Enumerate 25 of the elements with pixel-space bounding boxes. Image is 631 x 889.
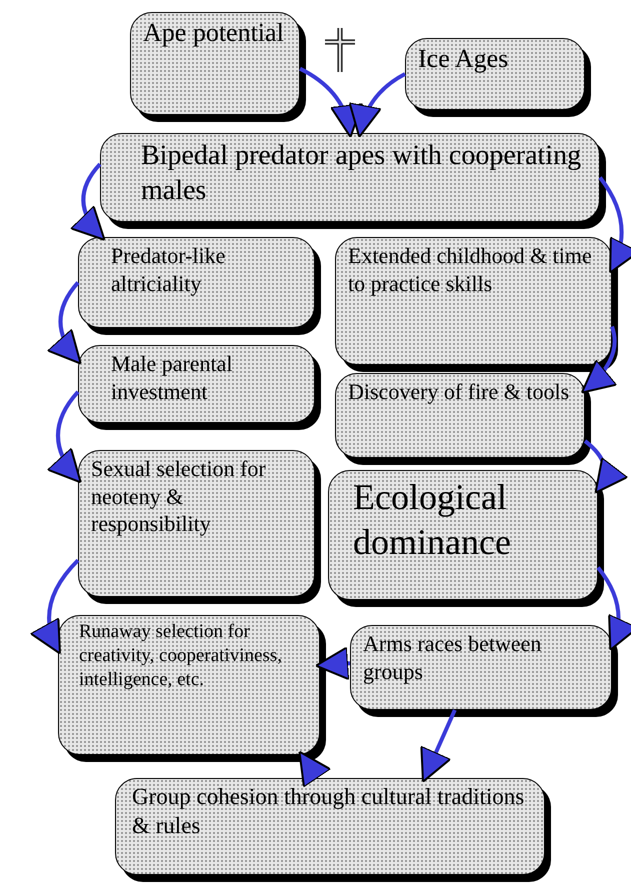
curved-arrow <box>30 558 80 655</box>
curved-arrow <box>298 750 332 788</box>
curved-arrow <box>350 72 406 138</box>
curved-arrow <box>580 326 618 394</box>
curved-arrow <box>299 66 362 138</box>
curved-arrow <box>420 709 457 783</box>
box-text: Ice Ages <box>418 43 510 75</box>
box-text: Extended childhood & time to practice skills <box>348 242 593 297</box>
curved-arrow <box>596 566 631 651</box>
box-text: Group cohesion through cultural traditions & rules <box>132 783 526 840</box>
box-text: Bipedal predator apes with cooperating males <box>141 139 582 208</box>
box-text: Male parental investment <box>111 350 234 405</box>
curved-arrow <box>315 646 350 680</box>
box-text: Sexual selection for neoteny & responsibility <box>91 455 267 538</box>
box-text: Arms races between groups <box>363 630 542 685</box>
curved-arrow <box>584 439 628 494</box>
curved-arrow <box>70 162 106 241</box>
box-text: Discovery of fire & tools <box>348 378 570 406</box>
curved-arrow <box>598 176 631 274</box>
box-text: Ecological dominance <box>353 476 512 564</box>
box-text: Runaway selection for creativity, cooperativiness, intelligence, etc. <box>79 620 283 692</box>
curved-arrow <box>46 390 82 484</box>
curved-arrow <box>46 281 82 365</box>
box-text: Predator-like altriciality <box>111 242 226 297</box>
box-text: Ape potential <box>143 17 285 49</box>
